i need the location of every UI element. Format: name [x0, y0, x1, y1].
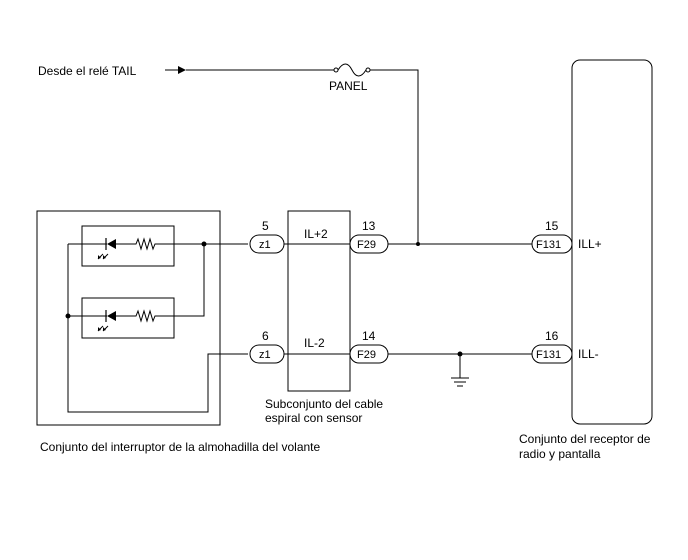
terminal-ill-plus: ILL+ [578, 237, 602, 251]
receiver-box [571, 59, 653, 425]
connector-z1-top-label: z1 [259, 239, 271, 251]
switch-assembly-box [36, 210, 221, 426]
led-module-lower [81, 297, 175, 339]
source-label: Desde el relé TAIL [38, 64, 137, 78]
fuse-label: PANEL [329, 79, 368, 93]
pin-16: 16 [545, 329, 559, 343]
pin-6: 6 [262, 329, 269, 343]
led-lower-wire-right [160, 244, 205, 317]
pin-13: 13 [362, 219, 376, 233]
switch-inner-loop [67, 244, 248, 413]
junction-dot-left [65, 313, 71, 319]
connector-f29-top-label: F29 [357, 239, 376, 251]
spiral-cable-box [287, 210, 351, 392]
receiver-label-2: radio y pantalla [519, 447, 601, 461]
pin-14: 14 [362, 329, 376, 343]
connector-f29-bottom-label: F29 [357, 349, 376, 361]
spiral-cable-label-1: Subconjunto del cable [265, 397, 383, 411]
spiral-cable-label-2: espiral con sensor [265, 411, 362, 425]
terminal-il-plus-2: IL+2 [304, 227, 328, 241]
terminal-ill-minus: ILL- [578, 347, 599, 361]
ground-icon [451, 377, 469, 387]
led-upper-icon [97, 238, 132, 260]
connector-f131-bottom-label: F131 [536, 349, 561, 361]
resistor-upper-icon [132, 237, 160, 251]
resistor-lower-icon [132, 309, 160, 323]
receiver-label-1: Conjunto del receptor de [519, 432, 651, 446]
source-arrow-head [178, 66, 186, 74]
led-lower-icon [97, 310, 132, 332]
pin-5: 5 [262, 219, 269, 233]
connector-z1-bottom-label: z1 [259, 349, 271, 361]
led-module-upper [81, 225, 175, 267]
terminal-il-minus-2: IL-2 [304, 336, 325, 350]
fuse-icon [333, 63, 371, 77]
switch-assembly-label: Conjunto del interruptor de la almohadil… [40, 440, 321, 454]
connector-f131-top-label: F131 [536, 239, 561, 251]
fuse-out-wire [370, 69, 419, 244]
pin-15: 15 [545, 219, 559, 233]
